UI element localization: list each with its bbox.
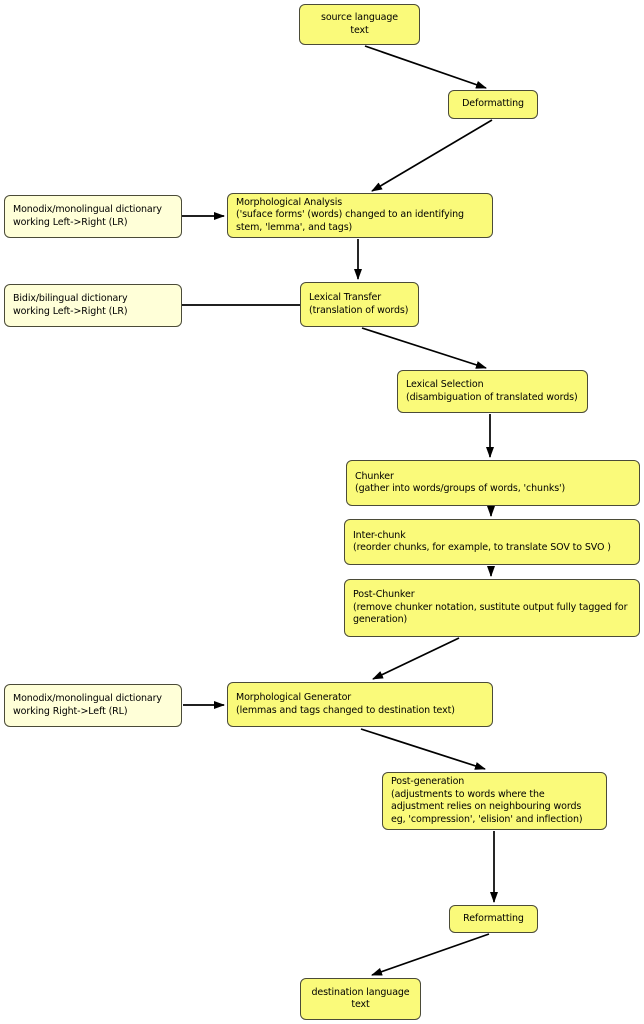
node-text-line: Lexical Transfer bbox=[309, 292, 382, 303]
node-text-line: working Left->Right (LR) bbox=[13, 216, 128, 228]
node-text-line: destination language bbox=[311, 986, 410, 998]
node-morphological-analysis: Morphological Analysis ('suface forms' (… bbox=[227, 193, 493, 238]
node-text-line: Monodix/monolingual dictionary bbox=[13, 204, 162, 215]
node-monodix-dictionary-lr: Monodix/monolingual dictionary working L… bbox=[4, 195, 182, 238]
edge-morph-generator-to-post-generation bbox=[360, 728, 486, 770]
node-text-line: (remove chunker notation, sustitute outp… bbox=[353, 601, 628, 613]
node-text-line: Monodix/monolingual dictionary bbox=[13, 693, 162, 704]
edge-post-chunker-to-morph-generator bbox=[372, 637, 460, 680]
edge-reformatting-to-destination bbox=[371, 933, 490, 976]
node-text-line: Inter-chunk bbox=[353, 529, 406, 541]
node-text-line: Reformatting bbox=[463, 912, 524, 924]
node-text-line: Post-generation bbox=[391, 776, 465, 787]
node-monodix-dictionary-rl: Monodix/monolingual dictionary working R… bbox=[4, 684, 182, 727]
edge-source-to-deformatting bbox=[364, 45, 487, 89]
edge-deformatting-to-morph-analysis bbox=[371, 119, 493, 192]
node-text-line: Morphological Generator bbox=[236, 692, 352, 703]
node-source-language-text: source language text bbox=[299, 4, 420, 45]
node-text-line: Morphological Analysis bbox=[236, 196, 343, 208]
node-text-line: Bidix/bilingual dictionary bbox=[13, 293, 128, 304]
node-bidix-dictionary-lr: Bidix/bilingual dictionary working Left-… bbox=[4, 284, 182, 327]
node-deformatting: Deformatting bbox=[448, 90, 538, 119]
node-text-line: Post-Chunker bbox=[353, 589, 415, 601]
node-text-line: Chunker bbox=[355, 470, 394, 482]
node-lexical-selection: Lexical Selection (disambiguation of tra… bbox=[397, 370, 588, 413]
node-text-line: text bbox=[350, 24, 369, 36]
node-reformatting: Reformatting bbox=[449, 905, 538, 933]
node-text-line: Lexical Selection bbox=[406, 379, 484, 390]
node-post-chunker: Post-Chunker (remove chunker notation, s… bbox=[344, 579, 640, 637]
node-text-line: generation) bbox=[353, 614, 408, 626]
node-inter-chunk: Inter-chunk (reorder chunks, for example… bbox=[344, 519, 640, 565]
node-text-line: stem, 'lemma', and tags) bbox=[236, 221, 353, 233]
node-text-line: text bbox=[351, 999, 370, 1010]
node-text-line: (disambiguation of translated words) bbox=[406, 391, 578, 403]
node-text-line: (lemmas and tags changed to destination … bbox=[236, 704, 455, 716]
edge-lexical-transfer-to-lexical-selection bbox=[361, 327, 487, 369]
node-destination-language-text: destination language text bbox=[300, 978, 421, 1020]
node-text-line: source language bbox=[321, 12, 398, 23]
node-text-line: (translation of words) bbox=[309, 304, 409, 316]
node-text-line: working Left->Right (LR) bbox=[13, 305, 128, 317]
node-chunker: Chunker (gather into words/groups of wor… bbox=[346, 460, 640, 506]
node-text-line: (gather into words/groups of words, 'chu… bbox=[355, 483, 566, 494]
node-text-line: ('suface forms' (words) changed to an id… bbox=[236, 209, 464, 221]
node-morphological-generator: Morphological Generator (lemmas and tags… bbox=[227, 682, 493, 727]
node-text-line: Deformatting bbox=[462, 98, 524, 110]
node-text-line: (reorder chunks, for example, to transla… bbox=[353, 542, 611, 553]
node-text-line: adjustment relies on neighbouring words bbox=[391, 801, 582, 812]
node-text-line: (adjustments to words where the bbox=[391, 788, 545, 800]
node-text-line: eg, 'compression', 'elision' and inflect… bbox=[391, 813, 583, 825]
node-text-line: working Right->Left (RL) bbox=[13, 705, 128, 717]
node-lexical-transfer: Lexical Transfer (translation of words) bbox=[300, 282, 419, 327]
node-post-generation: Post-generation (adjustments to words wh… bbox=[382, 772, 607, 830]
